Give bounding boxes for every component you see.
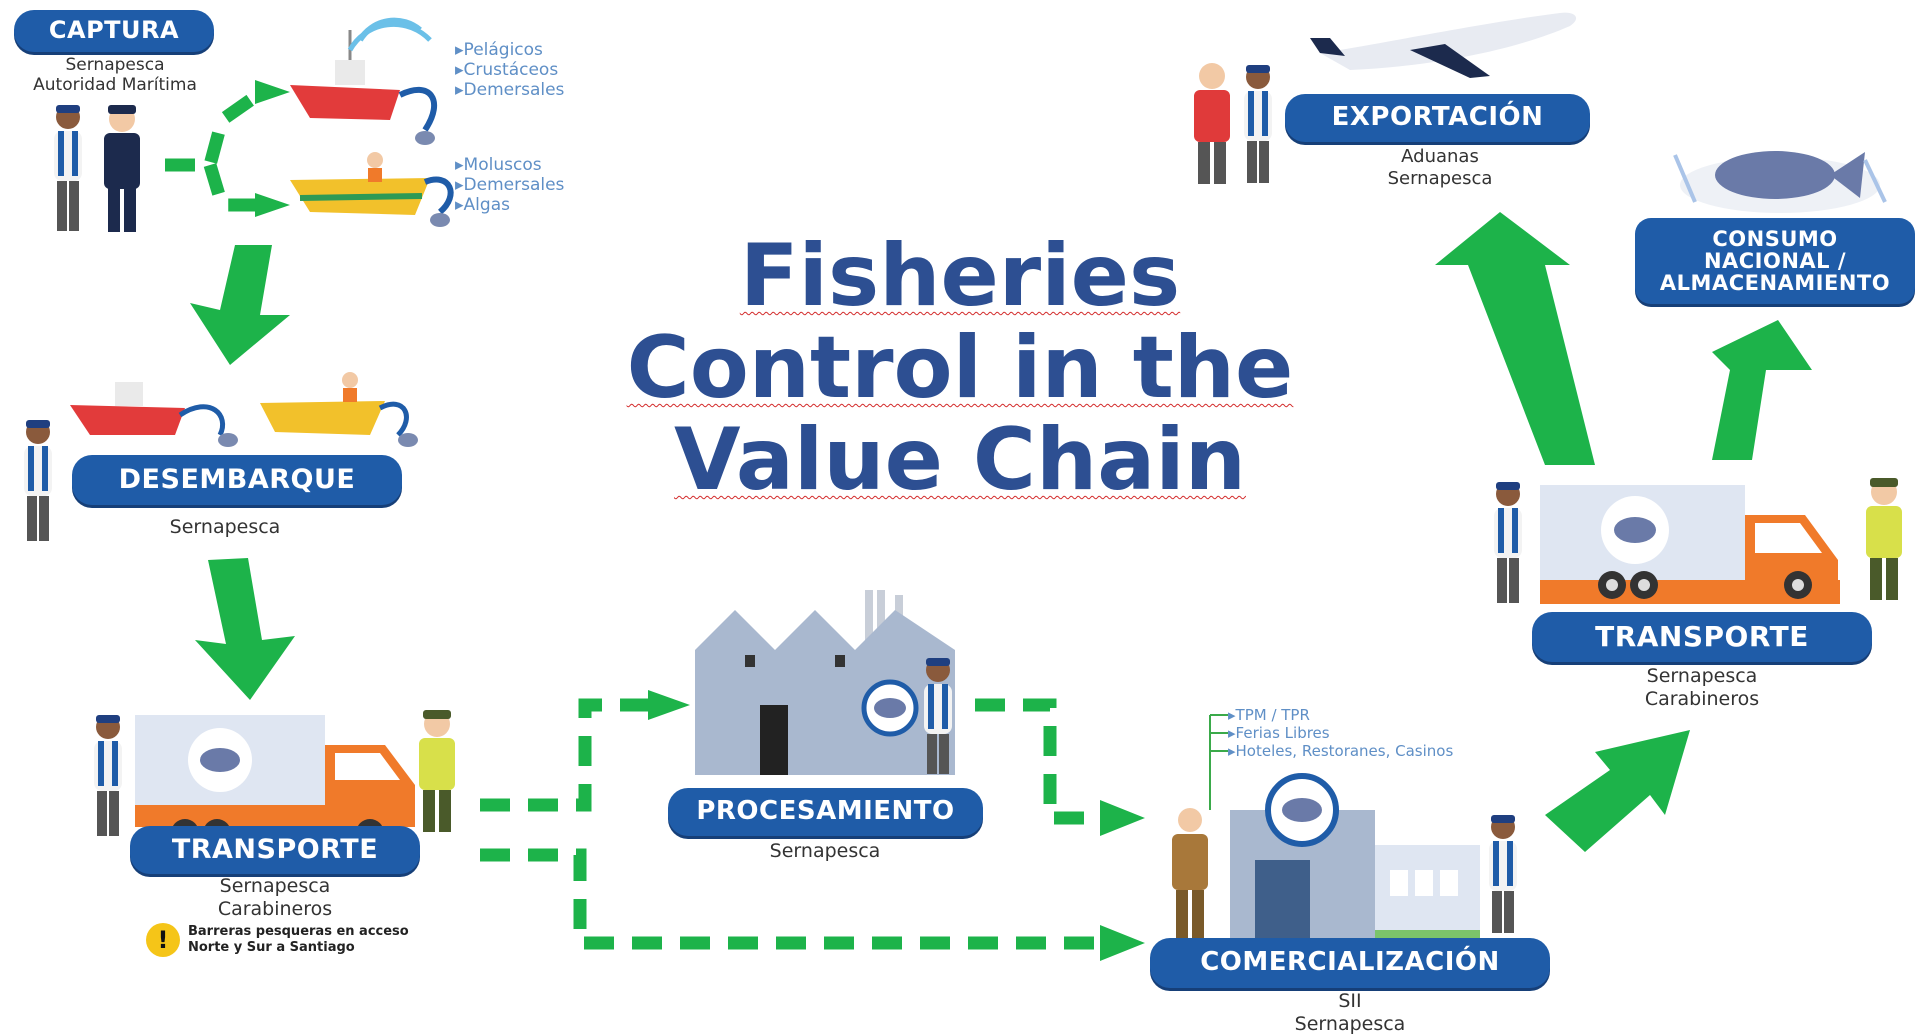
market-building-icon: [1230, 773, 1480, 950]
node-transporte-1-label: TRANSPORTE: [130, 826, 420, 874]
node-procesamiento-agencies: Sernapesca: [769, 840, 881, 862]
title-line-2: Control in the: [626, 318, 1294, 418]
inspector-woman-icon: [54, 105, 82, 231]
node-desembarque-label: DESEMBARQUE: [72, 455, 402, 505]
capture-list-industrial: ▸Pelágicos ▸Crustáceos ▸Demersales: [455, 40, 565, 100]
customs-officer-icon: [1194, 63, 1230, 184]
capture-list-artisanal: ▸Moluscos ▸Demersales ▸Algas: [455, 155, 565, 215]
node-comercializacion-label: COMERCIALIZACIÓN: [1150, 938, 1550, 988]
inspector-woman-icon: [94, 715, 122, 836]
fish-plate-icon: [1673, 151, 1887, 213]
flow-arrow-comercializacion-transporte: [1545, 730, 1690, 852]
node-transporte-1-agencies: Sernapesca Carabineros: [217, 875, 333, 920]
flow-arrow-transporte-exportacion: [1435, 212, 1595, 465]
dashed-connectors: [165, 86, 1110, 950]
landing-boats-icon: [70, 372, 418, 447]
carabinero-officer-icon: [1866, 478, 1902, 600]
node-transporte-2-agencies: Sernapesca Carabineros: [1644, 665, 1760, 710]
node-procesamiento-label: PROCESAMIENTO: [668, 788, 983, 836]
carabinero-officer-icon: [419, 710, 455, 832]
inspector-woman-icon: [24, 420, 52, 541]
node-comercializacion-agencies: SII Sernapesca: [1294, 990, 1406, 1035]
checkpoint-warning: ! Barreras pesqueras en acceso Norte y S…: [146, 923, 409, 957]
node-consumo-label: CONSUMO NACIONAL / ALMACENAMIENTO: [1635, 218, 1915, 304]
market-channels-list: ▸TPM / TPR ▸Ferias Libres ▸Hoteles, Rest…: [1228, 706, 1454, 760]
channel-connector: [1209, 714, 1228, 810]
node-captura-agencies: Sernapesca Autoridad Marítima: [33, 55, 197, 96]
node-exportacion-agencies: Aduanas Sernapesca: [1387, 146, 1493, 189]
navy-officer-icon: [104, 105, 140, 232]
refrigerated-truck-icon: [1540, 485, 1840, 604]
inspector-woman-icon: [1494, 482, 1522, 603]
node-desembarque-agencies: Sernapesca: [169, 516, 281, 538]
warning-icon: !: [146, 923, 180, 957]
businessman-icon: [1172, 808, 1208, 938]
flow-arrow-transporte-consumo: [1712, 320, 1812, 460]
inspector-woman-icon: [1244, 65, 1272, 183]
airplane-icon: [1310, 12, 1577, 78]
inspector-woman-icon: [924, 658, 952, 774]
node-transporte-2-label: TRANSPORTE: [1532, 612, 1872, 662]
inspector-woman-icon: [1489, 815, 1517, 933]
title-line-3: Value Chain: [674, 410, 1246, 510]
node-exportacion-label: EXPORTACIÓN: [1285, 94, 1590, 142]
artisanal-boat-icon: [290, 152, 454, 227]
flow-arrow-captura-desembarque: [190, 245, 290, 365]
node-captura-label: CAPTURA: [14, 10, 214, 52]
industrial-boat-icon: [290, 17, 438, 145]
flow-arrow-desembarque-transporte: [195, 558, 295, 700]
diagram-title: Fisheries Control in the Value Chain: [520, 230, 1400, 506]
title-line-1: Fisheries: [739, 226, 1181, 326]
processing-plant-icon: [695, 590, 955, 775]
